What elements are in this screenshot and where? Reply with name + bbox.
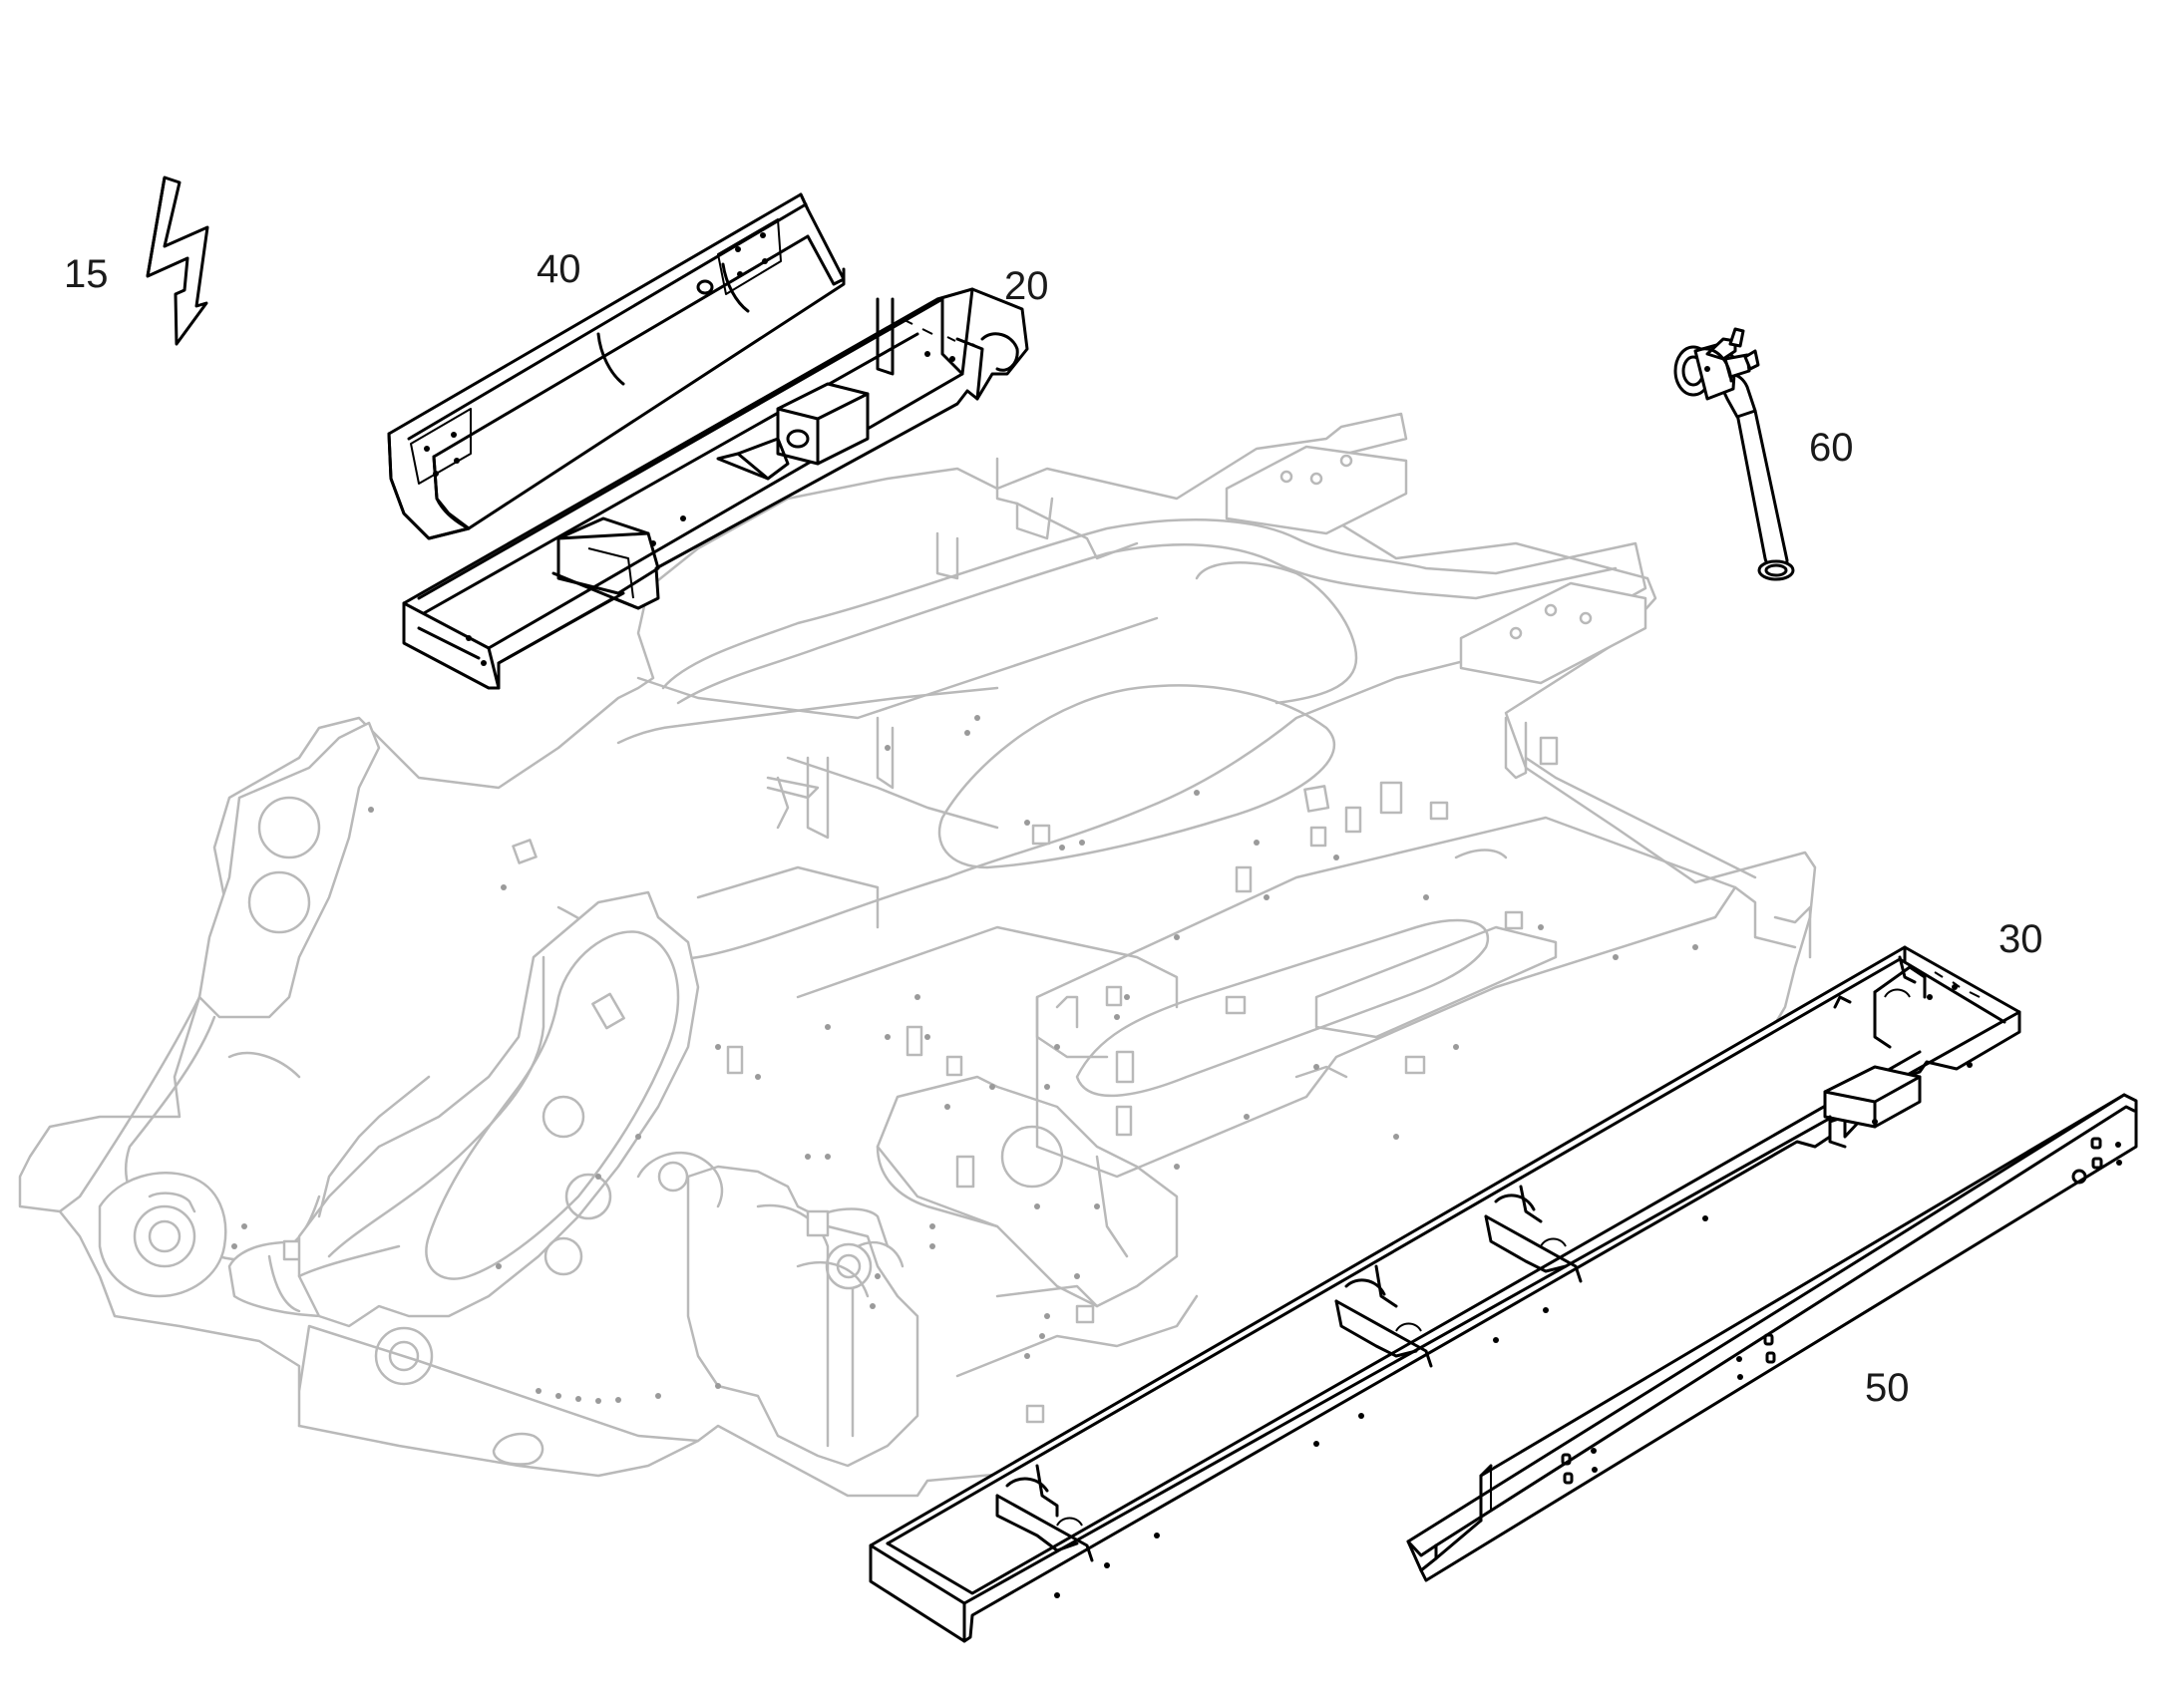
part-40-cover-panel [387,192,846,540]
part-60-drive-shaft [1673,327,1795,581]
callout-60: 60 [1809,426,1854,470]
callout-20: 20 [1004,264,1049,308]
callout-labels: 15 40 20 60 30 50 [64,247,2043,1410]
callout-40: 40 [537,247,581,291]
part-20-tray-frame [402,287,1029,690]
part-50-c-channel-rail [1406,1093,2138,1582]
lightning-bolt-icon [146,175,209,346]
callout-15: 15 [64,252,109,296]
main-chassis-frame [18,412,1817,1498]
callout-50: 50 [1865,1366,1910,1410]
part-30-long-side-rail [869,945,2021,1643]
callout-30: 30 [1998,917,2043,961]
